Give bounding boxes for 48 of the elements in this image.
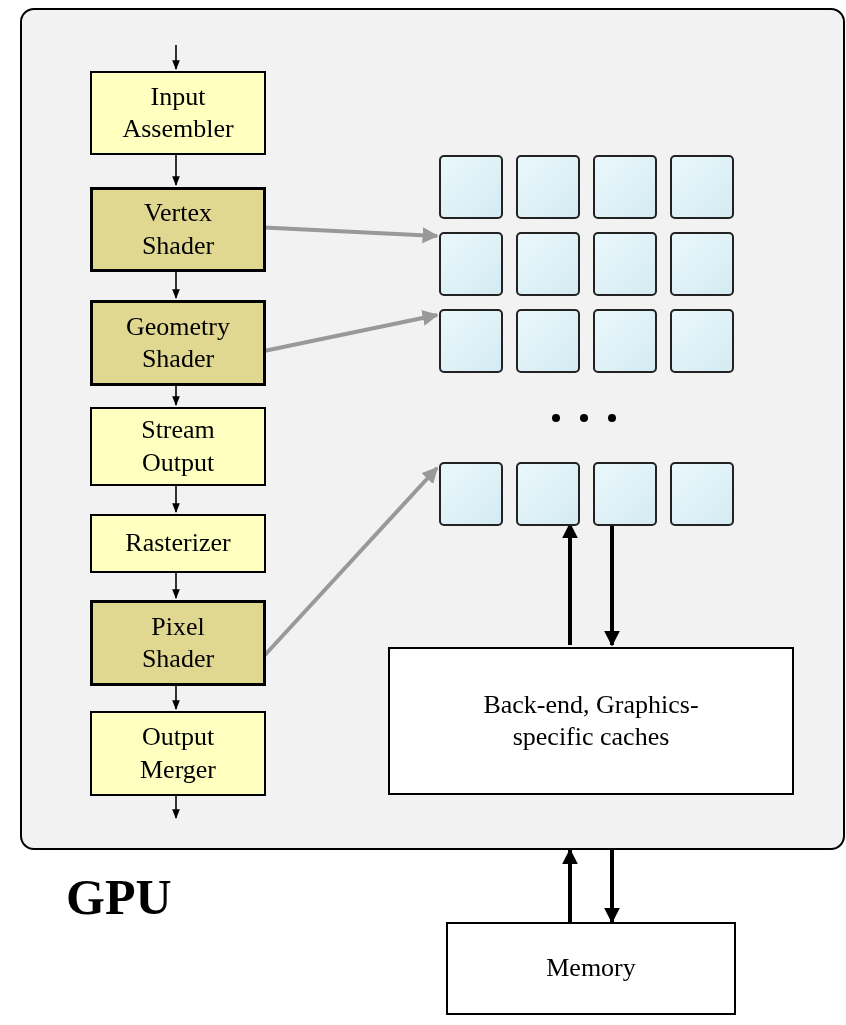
box-label: Output Merger — [138, 721, 217, 786]
arrow — [172, 269, 180, 299]
core-square — [516, 155, 580, 219]
process-box — [388, 647, 794, 795]
core-square — [516, 309, 580, 373]
arrow — [263, 310, 439, 353]
pipeline-stage-box — [90, 600, 266, 686]
arrow — [172, 483, 180, 513]
arrow — [172, 793, 180, 819]
pipeline-stage-box — [90, 187, 266, 272]
box-label: Back-end, Graphics-specific caches — [482, 688, 700, 753]
core-square — [670, 155, 734, 219]
arrow — [172, 570, 180, 599]
pipeline-stage-box — [90, 71, 266, 155]
core-square — [516, 232, 580, 296]
box-label: Stream Output — [140, 414, 216, 479]
box-label: Pixel Shader — [140, 610, 216, 675]
core-square — [670, 309, 734, 373]
pipeline-stage-box — [90, 300, 266, 386]
core-square — [516, 462, 580, 526]
arrow — [172, 152, 180, 186]
pipeline-stage-box — [90, 711, 266, 796]
core-square — [439, 232, 503, 296]
core-square — [593, 309, 657, 373]
gpu-title: GPU — [66, 872, 172, 922]
core-square — [593, 232, 657, 296]
arrow — [562, 848, 578, 922]
pipeline-stage-box — [90, 514, 266, 573]
pipeline-stage-box — [90, 407, 266, 486]
arrow — [172, 683, 180, 710]
arrow — [172, 44, 180, 70]
arrow — [604, 524, 620, 647]
core-square — [439, 462, 503, 526]
box-label: Input Assembler — [121, 80, 235, 145]
box-label: Geometry Shader — [125, 310, 231, 375]
box-label: Memory — [545, 952, 637, 985]
arrow — [263, 225, 439, 244]
core-square — [593, 155, 657, 219]
core-square — [593, 462, 657, 526]
box-label: Vertex Shader — [140, 197, 216, 262]
core-square — [439, 309, 503, 373]
process-box — [446, 922, 736, 1015]
box-label: Rasterizer — [124, 527, 232, 560]
arrow — [604, 850, 620, 924]
core-square — [670, 462, 734, 526]
core-square — [439, 155, 503, 219]
arrow — [172, 383, 180, 406]
core-square — [670, 232, 734, 296]
